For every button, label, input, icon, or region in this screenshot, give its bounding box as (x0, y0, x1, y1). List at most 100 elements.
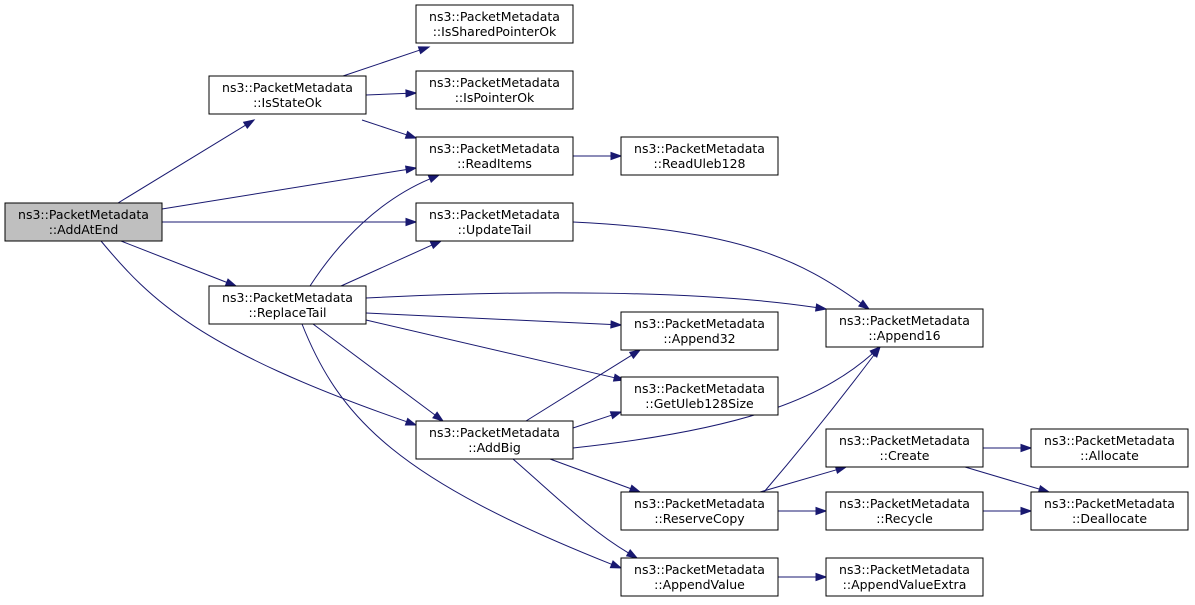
arrowhead (609, 411, 623, 420)
node-namespace-label: ns3::PacketMetadata (634, 316, 765, 331)
node-Recycle[interactable]: ns3::PacketMetadata::Recycle (825, 491, 984, 531)
node-method-label: ::UpdateTail (458, 222, 532, 237)
node-namespace-label: ns3::PacketMetadata (18, 207, 149, 222)
arrowhead (405, 217, 418, 227)
node-GetUleb128Size[interactable]: ns3::PacketMetadata::GetUleb128Size (620, 376, 779, 416)
edge-ReplaceTail-to-UpdateTail (340, 240, 443, 287)
node-namespace-label: ns3::PacketMetadata (634, 562, 765, 577)
node-namespace-label: ns3::PacketMetadata (1044, 496, 1175, 511)
node-AddAtEnd[interactable]: ns3::PacketMetadata::AddAtEnd (4, 202, 163, 242)
edge-line (365, 292, 817, 308)
edge-AddBig-to-GetUleb128Size (572, 411, 623, 429)
arrowhead (815, 506, 828, 516)
node-box (825, 308, 984, 348)
edge-line (361, 119, 407, 136)
node-namespace-label: ns3::PacketMetadata (634, 141, 765, 156)
edge-IsStateOk-to-ReadItems (361, 119, 418, 139)
edge-AddAtEnd-to-AddBig (100, 240, 418, 426)
node-box (415, 70, 574, 110)
node-ReplaceTail[interactable]: ns3::PacketMetadata::ReplaceTail (208, 285, 367, 325)
edge-ReplaceTail-to-AddBig (312, 323, 445, 422)
node-IsPointerOk[interactable]: ns3::PacketMetadata::IsPointerOk (415, 70, 574, 110)
node-ReserveCopy[interactable]: ns3::PacketMetadata::ReserveCopy (620, 491, 779, 531)
node-namespace-label: ns3::PacketMetadata (429, 9, 560, 24)
node-method-label: ::ReserveCopy (654, 511, 745, 526)
edges-layer (100, 46, 1051, 582)
arrowhead (224, 278, 238, 287)
node-AppendValueExtra[interactable]: ns3::PacketMetadata::AppendValueExtra (825, 557, 984, 597)
node-Deallocate[interactable]: ns3::PacketMetadata::Deallocate (1030, 491, 1189, 531)
node-Allocate[interactable]: ns3::PacketMetadata::Allocate (1030, 428, 1189, 468)
node-namespace-label: ns3::PacketMetadata (839, 496, 970, 511)
node-method-label: ::ReadUleb128 (654, 156, 746, 171)
node-box (208, 75, 367, 115)
edge-line (312, 323, 436, 416)
edge-AddBig-to-Append32 (525, 349, 642, 422)
node-method-label: ::IsPointerOk (455, 90, 535, 105)
edge-ReserveCopy-to-Create (759, 465, 848, 493)
arrowhead (857, 299, 871, 310)
node-box (620, 491, 779, 531)
node-namespace-label: ns3::PacketMetadata (222, 290, 353, 305)
edge-ReserveCopy-to-Recycle (778, 506, 828, 516)
edge-line (161, 169, 407, 210)
arrowhead (610, 320, 623, 329)
arrowhead (625, 549, 639, 559)
arrowhead (815, 572, 828, 582)
edge-line (512, 458, 629, 554)
arrowhead (628, 484, 642, 493)
node-method-label: ::GetUleb128Size (645, 396, 754, 411)
node-Append32[interactable]: ns3::PacketMetadata::Append32 (620, 311, 779, 351)
edge-line (365, 312, 612, 325)
edge-line (365, 92, 407, 96)
node-AppendValue[interactable]: ns3::PacketMetadata::AppendValue (620, 557, 779, 597)
arrowhead (429, 240, 443, 250)
arrowhead (405, 89, 418, 98)
arrowhead (404, 130, 418, 139)
node-box (415, 420, 574, 460)
node-IsSharedPointerOk[interactable]: ns3::PacketMetadata::IsSharedPointerOk (415, 4, 574, 44)
node-IsStateOk[interactable]: ns3::PacketMetadata::IsStateOk (208, 75, 367, 115)
edge-Recycle-to-Deallocate (983, 506, 1033, 516)
edge-line (309, 178, 430, 287)
node-box (415, 136, 574, 176)
node-method-label: ::AddBig (468, 440, 521, 455)
node-AddBig[interactable]: ns3::PacketMetadata::AddBig (415, 420, 574, 460)
node-box (620, 136, 779, 176)
node-method-label: ::Create (880, 448, 930, 463)
node-method-label: ::IsSharedPointerOk (433, 24, 557, 39)
node-namespace-label: ns3::PacketMetadata (429, 425, 560, 440)
edge-AddAtEnd-to-UpdateTail (162, 217, 418, 227)
node-method-label: ::AppendValue (654, 577, 745, 592)
arrowhead (417, 46, 431, 55)
node-Create[interactable]: ns3::PacketMetadata::Create (825, 428, 984, 468)
edge-line (301, 323, 612, 565)
node-Append16[interactable]: ns3::PacketMetadata::Append16 (825, 308, 984, 348)
node-UpdateTail[interactable]: ns3::PacketMetadata::UpdateTail (415, 202, 574, 242)
edge-line (117, 124, 246, 204)
node-ReadUleb128[interactable]: ns3::PacketMetadata::ReadUleb128 (620, 136, 779, 176)
node-namespace-label: ns3::PacketMetadata (634, 381, 765, 396)
node-method-label: ::IsStateOk (253, 95, 323, 110)
nodes-layer: ns3::PacketMetadata::AddAtEndns3::Packet… (4, 4, 1189, 597)
edge-ReserveCopy-to-Append16 (763, 345, 881, 493)
node-method-label: ::Append32 (663, 331, 735, 346)
edge-line (100, 240, 407, 423)
edge-line (759, 469, 837, 493)
edge-line (342, 49, 420, 77)
edge-line (525, 354, 632, 422)
arrowhead (1020, 506, 1033, 516)
edge-ReplaceTail-to-Append32 (365, 312, 623, 329)
edge-Create-to-Allocate (983, 443, 1033, 453)
node-box (620, 311, 779, 351)
edge-AddAtEnd-to-IsStateOk (117, 119, 256, 204)
node-box (620, 376, 779, 416)
node-method-label: ::Allocate (1080, 448, 1139, 463)
edge-IsStateOk-to-IsSharedPointerOk (342, 46, 431, 77)
arrowhead (432, 411, 445, 422)
node-box (620, 557, 779, 597)
edge-UpdateTail-to-Append16 (572, 221, 871, 310)
node-ReadItems[interactable]: ns3::PacketMetadata::ReadItems (415, 136, 574, 176)
edge-line (572, 414, 612, 429)
node-box (825, 557, 984, 597)
